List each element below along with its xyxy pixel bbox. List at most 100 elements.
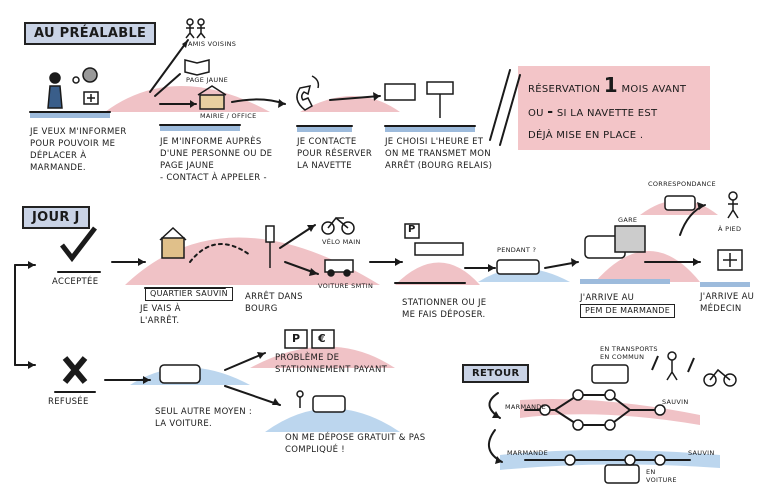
retour-stop — [654, 454, 666, 466]
label-voiture: VOITURE SMTIN — [318, 282, 374, 290]
arrow-to-depose — [224, 385, 281, 406]
section-title-retour: RETOUR — [462, 364, 530, 383]
thought-bubble-icon — [72, 76, 80, 84]
retour-pink-band — [520, 399, 700, 425]
check-icon — [60, 226, 97, 263]
reservation-box-bg — [518, 66, 710, 150]
parking-p-label: P — [292, 332, 301, 345]
label-stationner: STATIONNER OU JE ME FAIS DÉPOSER. — [402, 298, 487, 320]
step-informe-text: JE M'INFORME AUPRÈS D'UNE PERSONNE OU DE… — [160, 137, 273, 171]
reservation-line-2: OU - SI LA NAVETTE EST — [528, 101, 708, 125]
reservation-months: 1 — [603, 73, 619, 97]
parked-cars-icon — [414, 242, 464, 256]
phone-icon — [296, 85, 313, 111]
label-mairie: MAIRIE / OFFICE — [200, 112, 257, 120]
label-vais-arret: JE VAIS À L'ARRÊT. — [140, 304, 181, 326]
blue-underline-5 — [580, 279, 670, 284]
step-informer: JE VEUX M'INFORMER POUR POUVOIR ME DÉPLA… — [30, 127, 127, 173]
person-body-icon — [47, 85, 63, 109]
step-informe-contact: - CONTACT À APPELER - — [160, 173, 267, 183]
clock-screen-icon — [384, 83, 416, 101]
bus-stop-icon — [265, 225, 275, 243]
pink-hill-gare — [595, 251, 700, 282]
retour-stop — [624, 454, 636, 466]
reservation-note: RÉSERVATION 1 MOIS AVANT OU - SI LA NAVE… — [528, 74, 708, 147]
retour-stop — [572, 419, 584, 431]
retour-sauvin-2: SAUVIN — [688, 449, 715, 457]
label-quartier-sauvin: QUARTIER SAUVIN — [145, 287, 233, 301]
step-choisi: JE CHOISI L'HEURE ET ON ME TRANSMET MON … — [385, 137, 493, 171]
walker-icon — [728, 191, 738, 201]
section-title-prealable: AU PRÉALABLE — [24, 22, 157, 45]
reservation-condition: SI LA NAVETTE EST — [556, 108, 658, 119]
reservation-dash: - — [547, 104, 554, 120]
reservation-label: RÉSERVATION — [528, 84, 601, 95]
label-arrive-pem-line1: J'ARRIVE AU — [580, 293, 635, 303]
pink-hill-stationner — [395, 262, 480, 285]
refused-x-icon — [62, 356, 88, 384]
reservation-ou: OU — [528, 108, 544, 119]
bus-correspondance-icon — [664, 195, 696, 211]
label-depose: ON ME DÉPOSE GRATUIT & PAS COMPLIQUÉ ! — [285, 433, 426, 455]
house-icon — [161, 237, 185, 259]
label-page-jaune: PAGE JAUNE — [186, 76, 229, 84]
label-pendant: PENDANT ? — [497, 246, 537, 254]
retour-stop — [654, 404, 666, 416]
retour-marmande-1: MARMANDE — [505, 403, 546, 411]
townhall-icon — [199, 94, 225, 110]
label-acceptee: ACCEPTÉE — [52, 277, 99, 287]
parking-p-icon — [284, 329, 308, 349]
retour-car-icon — [604, 464, 640, 484]
dashed-path — [189, 243, 251, 263]
parking-euro-label: € — [318, 332, 326, 345]
blue-hill-depose — [265, 408, 400, 432]
separator-slash-2 — [499, 74, 521, 146]
label-probleme: PROBLÈME DE STATIONNEMENT PAYANT — [275, 353, 388, 375]
retour-walker-icon — [667, 351, 677, 361]
retour-stop — [572, 389, 584, 401]
label-arrive-pem: J'ARRIVE AU PEM DE MARMANDE — [580, 292, 690, 318]
stop-sign-icon — [426, 81, 454, 95]
book-icon — [184, 59, 210, 76]
friends-icon — [186, 18, 194, 26]
retour-stop — [604, 389, 616, 401]
dropoff-person-icon — [296, 390, 304, 398]
lightning-icon — [651, 355, 659, 371]
retour-stop — [564, 454, 576, 466]
reservation-suffix: MOIS AVANT — [621, 84, 687, 95]
reservation-line-1: RÉSERVATION 1 MOIS AVANT — [528, 74, 708, 101]
label-correspondance: CORRESPONDANCE — [648, 180, 716, 188]
label-arret: ARRÊT DANS BOURG — [245, 292, 303, 314]
reservation-line-3: DÉJÀ MISE EN PLACE . — [528, 130, 644, 141]
dropoff-car-icon — [312, 395, 346, 413]
arrow-to-probleme — [224, 352, 266, 371]
label-refusee: REFUSÉE — [48, 397, 89, 407]
label-velo: VÉLO MAIN — [322, 238, 361, 246]
blue-underline-1 — [30, 113, 110, 118]
person-head-icon — [49, 72, 61, 84]
pink-hill-probleme — [250, 346, 395, 368]
label-gare: GARE — [618, 216, 638, 224]
retour-en-voiture: EN VOITURE — [646, 468, 677, 484]
lightning-icon — [687, 357, 695, 373]
blue-underline-6 — [700, 282, 750, 287]
retour-marmande-2: MARMANDE — [507, 449, 548, 457]
parking-sign-label: P — [408, 224, 416, 235]
shuttle-icon — [496, 259, 540, 275]
car-icon — [324, 259, 354, 273]
label-seul-moyen: SEUL AUTRE MOYEN : LA VOITURE. — [155, 407, 253, 429]
step-informe: JE M'INFORME AUPRÈS D'UNE PERSONNE OU DE… — [160, 136, 280, 184]
label-amis: AMIS VOISINS — [188, 40, 237, 48]
retour-stop — [539, 404, 551, 416]
retour-sauvin-1: SAUVIN — [662, 398, 689, 406]
arrow-to-amis — [149, 39, 189, 93]
separator-slash-1 — [489, 69, 511, 141]
retour-bus-icon — [591, 364, 629, 384]
step-contacte: JE CONTACTE POUR RÉSERVER LA NAVETTE — [297, 137, 373, 171]
pink-hill-step2 — [105, 86, 270, 112]
label-a-pied: À PIED — [718, 225, 742, 233]
label-pem-marmande: PEM DE MARMANDE — [580, 304, 676, 318]
arrow-phone-to-screen — [329, 95, 381, 101]
retour-transports: EN TRANSPORTS EN COMMUN — [600, 345, 658, 361]
